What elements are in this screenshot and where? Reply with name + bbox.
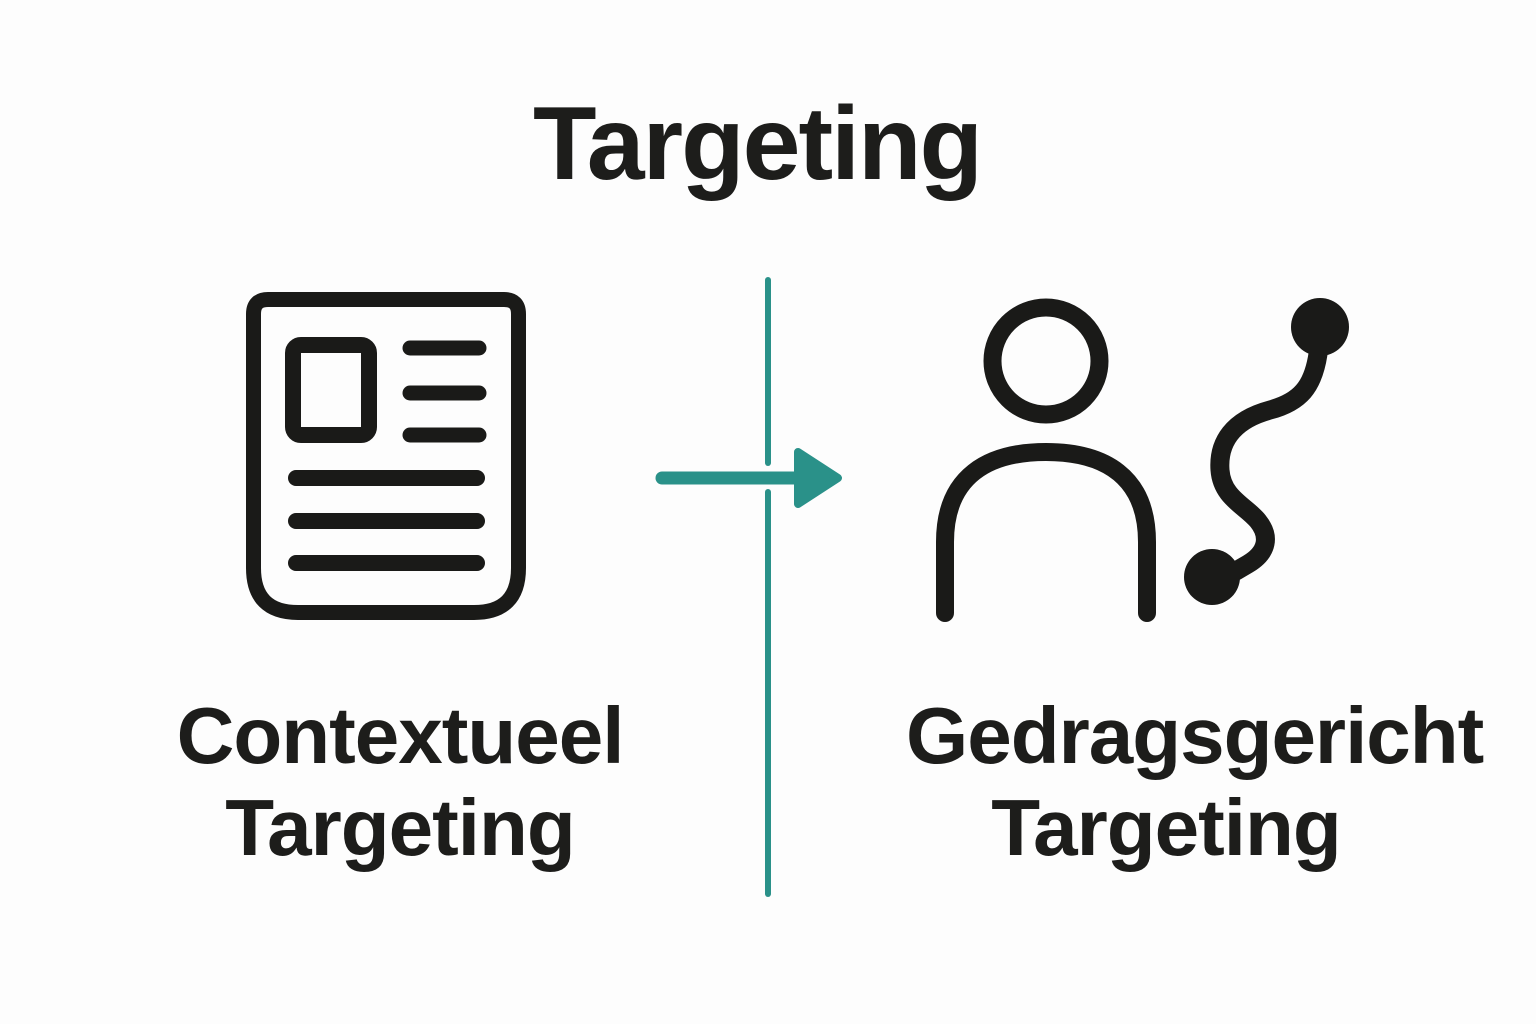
route-path <box>1210 344 1328 581</box>
document-outline <box>246 292 526 620</box>
document-short-text-lines <box>402 340 487 443</box>
vertical-divider-top <box>765 277 771 466</box>
label-line-1: Contextueel <box>176 691 625 780</box>
page-title: Targeting <box>532 86 983 202</box>
person-route-icon <box>936 298 1349 622</box>
person-head <box>983 298 1109 424</box>
arrow-head <box>794 448 842 508</box>
route-start-dot <box>1184 549 1240 605</box>
label-line-1: Gedragsgericht <box>906 691 1484 780</box>
contextual-targeting-label: Contextueel Targeting <box>140 690 660 874</box>
vertical-divider-bottom <box>765 489 771 897</box>
route-icon <box>1184 298 1349 605</box>
document-icon <box>246 292 526 620</box>
route-end-dot <box>1291 298 1349 356</box>
label-line-2: Targeting <box>225 783 576 872</box>
person-body <box>936 442 1156 622</box>
label-line-2: Targeting <box>991 783 1342 872</box>
person-icon <box>936 298 1156 622</box>
behavioural-targeting-label: Gedragsgericht Targeting <box>906 690 1484 874</box>
document-image-placeholder <box>285 337 377 443</box>
document-long-text-lines <box>288 470 485 571</box>
right-arrow-icon <box>655 448 842 508</box>
